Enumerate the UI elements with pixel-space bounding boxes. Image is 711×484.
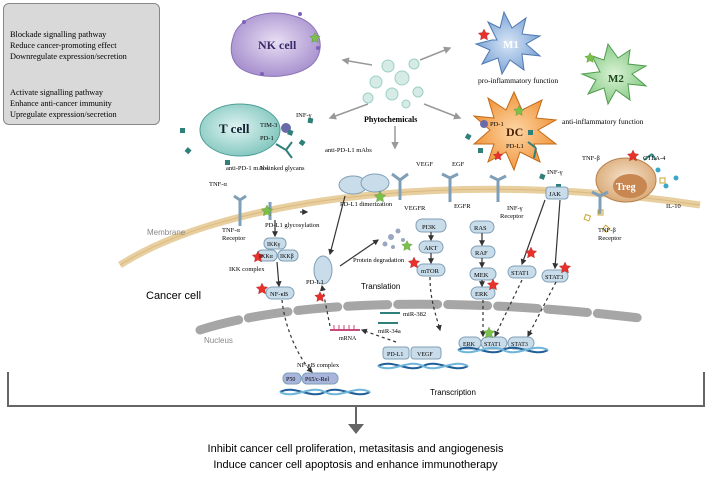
- vegf-label: VEGF: [416, 161, 433, 168]
- inf-gamma-dc-label: INF-γ: [547, 169, 563, 176]
- p50-label: P50: [286, 377, 295, 383]
- stat3-label: STAT3: [545, 274, 563, 281]
- nk-cell: [230, 12, 321, 77]
- mir382-label: miR-382: [403, 311, 426, 318]
- tcell-pd1-label: PD-1: [260, 135, 274, 142]
- anti-pdl1-label: anti-PD-L1 mAbs: [325, 147, 372, 154]
- nucleus-label: Nucleus: [204, 336, 233, 345]
- erk-nucleus-label: ERK: [463, 342, 476, 348]
- translation-label: Translation: [361, 282, 400, 291]
- tnf-alpha-label: TNF-α: [209, 181, 227, 188]
- mtor-label: mTOR: [421, 268, 440, 275]
- vegfr-label: VEGFR: [404, 205, 426, 212]
- m1-function-label: pro-inflammatory function: [478, 76, 558, 85]
- pdl1-glyco-label: PD-L1 glycosylation: [265, 222, 320, 229]
- legend-activate-3: Upregulate expression/secretion: [10, 110, 117, 119]
- pi3k-label: PI3K: [422, 224, 436, 231]
- erk-label: ERK: [475, 291, 488, 298]
- dc-label: DC: [506, 125, 523, 139]
- outcome-arrow: [348, 424, 364, 434]
- receptors: [233, 172, 609, 226]
- stat1-label: STAT1: [511, 270, 529, 277]
- phytochemicals-cluster: [362, 58, 424, 109]
- egfr-label: EGFR: [454, 203, 471, 210]
- t-cell-label: T cell: [219, 121, 250, 136]
- ikkb-label: IKKβ: [280, 254, 294, 260]
- nk-cell-label: NK cell: [258, 38, 297, 52]
- outcome-bracket: [7, 372, 705, 407]
- p65-label: P65/c-Rel: [305, 377, 329, 383]
- m1-label: M1: [503, 39, 519, 51]
- ikk-complex-label: IKK complex: [229, 266, 265, 273]
- gene-vegf-label: VEGF: [417, 352, 433, 358]
- m1-macrophage: [474, 10, 542, 76]
- anti-pd1-label: anti-PD-1 mAbs: [226, 165, 269, 172]
- pdl1-cytoplasm: [313, 255, 333, 285]
- jak-label: JAK: [549, 191, 561, 198]
- tnf-beta-label: TNF-β: [582, 155, 600, 162]
- egf-label: EGF: [452, 161, 465, 168]
- mir34a-label: miR-34a: [378, 328, 401, 335]
- signal-boxes: [256, 186, 569, 385]
- ikka-label: IKKα: [259, 254, 274, 260]
- treg-label: Treg: [616, 182, 636, 193]
- akt-label: AKT: [424, 245, 437, 252]
- ikkg-label: IKKγ: [267, 242, 281, 248]
- outcome-line-1: Inhibit cancer cell proliferation, metas…: [207, 443, 504, 455]
- dna-helix: [279, 346, 549, 396]
- t-cell: [199, 103, 293, 159]
- inf-gamma-top-label: INF-γ: [296, 112, 312, 119]
- stat3-nucleus-label: STAT3: [511, 342, 528, 348]
- n-glycans-label: N-linked glycans: [260, 165, 305, 172]
- dendritic-cell: [472, 90, 558, 172]
- nucleus-membrane: [195, 299, 645, 335]
- legend-activate-2: Enhance anti-cancer immunity: [10, 99, 112, 108]
- tim3-label: TIM-3: [260, 122, 277, 129]
- dc-pdl1-label: PD-L1: [506, 143, 524, 150]
- pdl1-label: PD-L1: [306, 279, 324, 286]
- m2-macrophage: [580, 42, 648, 106]
- protein-degradation-label: Protein degradation: [353, 257, 405, 264]
- degraded-protein: [382, 228, 405, 249]
- legend-activate-1: Activate signalling pathway: [10, 88, 104, 97]
- dc-pd1-label: PD-1: [490, 121, 504, 128]
- transcription-label: Transcription: [430, 388, 476, 397]
- legend-panel: Blockade signalling pathway Reduce cance…: [3, 3, 160, 125]
- phytochemicals-label: Phytochemicals: [364, 115, 417, 124]
- cancer-cell-label: Cancer cell: [146, 290, 201, 302]
- nfkb-label: NF-κB: [270, 291, 289, 298]
- stat1-nucleus-label: STAT1: [484, 342, 501, 348]
- il10-label: IL-10: [666, 203, 681, 210]
- ctla4-label: CTLA-4: [643, 155, 666, 162]
- mrna-label: mRNA: [339, 336, 357, 342]
- ras-label: RAS: [474, 225, 487, 232]
- m2-label: M2: [608, 73, 624, 85]
- raf-label: RAF: [475, 250, 488, 257]
- gene-pdl1-label: PD-L1: [387, 352, 403, 358]
- m2-function-label: anti-inflammatory function: [562, 117, 644, 126]
- pdl1-dimer-label: PD-L1 dimerization: [340, 201, 393, 208]
- nfkb-complex-label: NF-κB complex: [297, 362, 340, 369]
- legend-blockade-2: Reduce cancer-promoting effect: [10, 41, 117, 50]
- treg-cell: [595, 153, 657, 203]
- legend-blockade-1: Blockade signalling pathway: [10, 30, 107, 39]
- membrane-label: Membrane: [147, 228, 186, 237]
- legend-blockade-3: Downregulate expression/secretion: [10, 52, 127, 61]
- outcome-line-2: Induce cancer cell apoptosis and enhance…: [213, 459, 498, 471]
- mek-label: MEK: [474, 272, 489, 279]
